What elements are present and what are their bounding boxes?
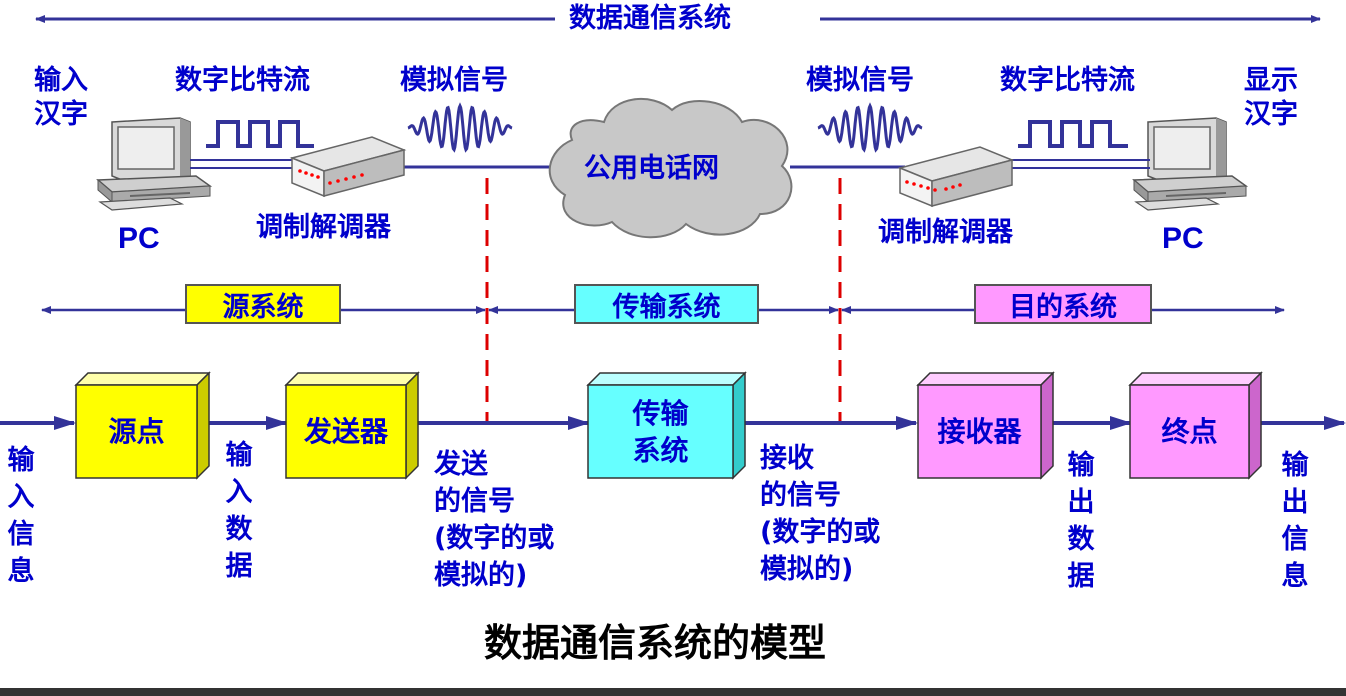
left-pc-label: PC — [118, 222, 160, 255]
transmission-system-tag: 传输系统 — [574, 284, 759, 324]
transmitter-box — [284, 371, 420, 480]
transmission-system-box — [586, 371, 747, 480]
receiver-box — [916, 371, 1055, 480]
left-modem-icon — [289, 136, 407, 198]
transmission-system-label-line2: 系统 — [632, 433, 689, 467]
destination-system-tag: 目的系统 — [974, 284, 1152, 324]
received-signal-label: 接收 的信号 (数字的或 模拟的) — [760, 440, 880, 588]
right-square-wave-icon — [1018, 120, 1128, 148]
left-analog-wave-icon — [407, 102, 513, 153]
transmission-system-label-line1: 传输 — [632, 396, 689, 430]
sent-signal-line-2: 的信号 — [434, 486, 515, 517]
system-title: 数据通信系统 — [555, 2, 745, 35]
output-info-label: 输出信息 — [1281, 450, 1309, 592]
left-square-wave-icon — [206, 120, 314, 148]
right-analog-wave-icon — [817, 102, 923, 153]
left-pc-modem-link — [190, 159, 300, 169]
right-pc-modem-link — [1010, 159, 1150, 169]
left-modem-label: 调制解调器 — [256, 212, 391, 243]
receiver-label: 接收器 — [937, 415, 1022, 448]
network-cloud-icon — [548, 97, 793, 239]
output-data-label: 输出数据 — [1067, 450, 1095, 592]
right-pc-label: PC — [1162, 222, 1204, 255]
transmission-system-label: 传输 系统 — [588, 385, 733, 478]
destination-node-label: 终点 — [1161, 415, 1218, 448]
network-label: 公用电话网 — [584, 153, 719, 184]
input-chinese-label: 输入汉字 — [34, 65, 88, 130]
display-chinese-label: 显示汉字 — [1244, 65, 1298, 130]
destination-node-box — [1128, 371, 1263, 480]
received-signal-line-4: 模拟的) — [760, 554, 854, 585]
source-node-box — [74, 371, 211, 480]
left-bitstream-label: 数字比特流 — [175, 65, 310, 96]
received-signal-line-1: 接收 — [760, 443, 814, 474]
received-signal-line-2: 的信号 — [760, 480, 841, 511]
bottom-border — [0, 688, 1346, 696]
figure-caption: 数据通信系统的模型 — [483, 621, 826, 665]
received-signal-line-3: (数字的或 — [760, 517, 881, 548]
input-info-label: 输入信息 — [7, 445, 35, 587]
input-data-label: 输入数据 — [225, 440, 253, 582]
left-analog-label: 模拟信号 — [400, 65, 508, 96]
source-system-tag: 源系统 — [185, 284, 341, 324]
transmitter-label: 发送器 — [303, 415, 388, 448]
sent-signal-line-1: 发送 — [434, 449, 488, 480]
left-pc-icon — [96, 117, 213, 211]
right-modem-icon — [897, 146, 1015, 208]
source-node-label: 源点 — [108, 415, 165, 448]
sent-signal-line-4: 模拟的) — [434, 560, 528, 591]
right-bitstream-label: 数字比特流 — [1000, 65, 1135, 96]
right-pc-icon — [1132, 117, 1249, 211]
right-modem-label: 调制解调器 — [878, 217, 1013, 248]
sent-signal-line-3: (数字的或 — [434, 523, 555, 554]
sent-signal-label: 发送 的信号 (数字的或 模拟的) — [434, 446, 554, 594]
right-analog-label: 模拟信号 — [806, 65, 914, 96]
